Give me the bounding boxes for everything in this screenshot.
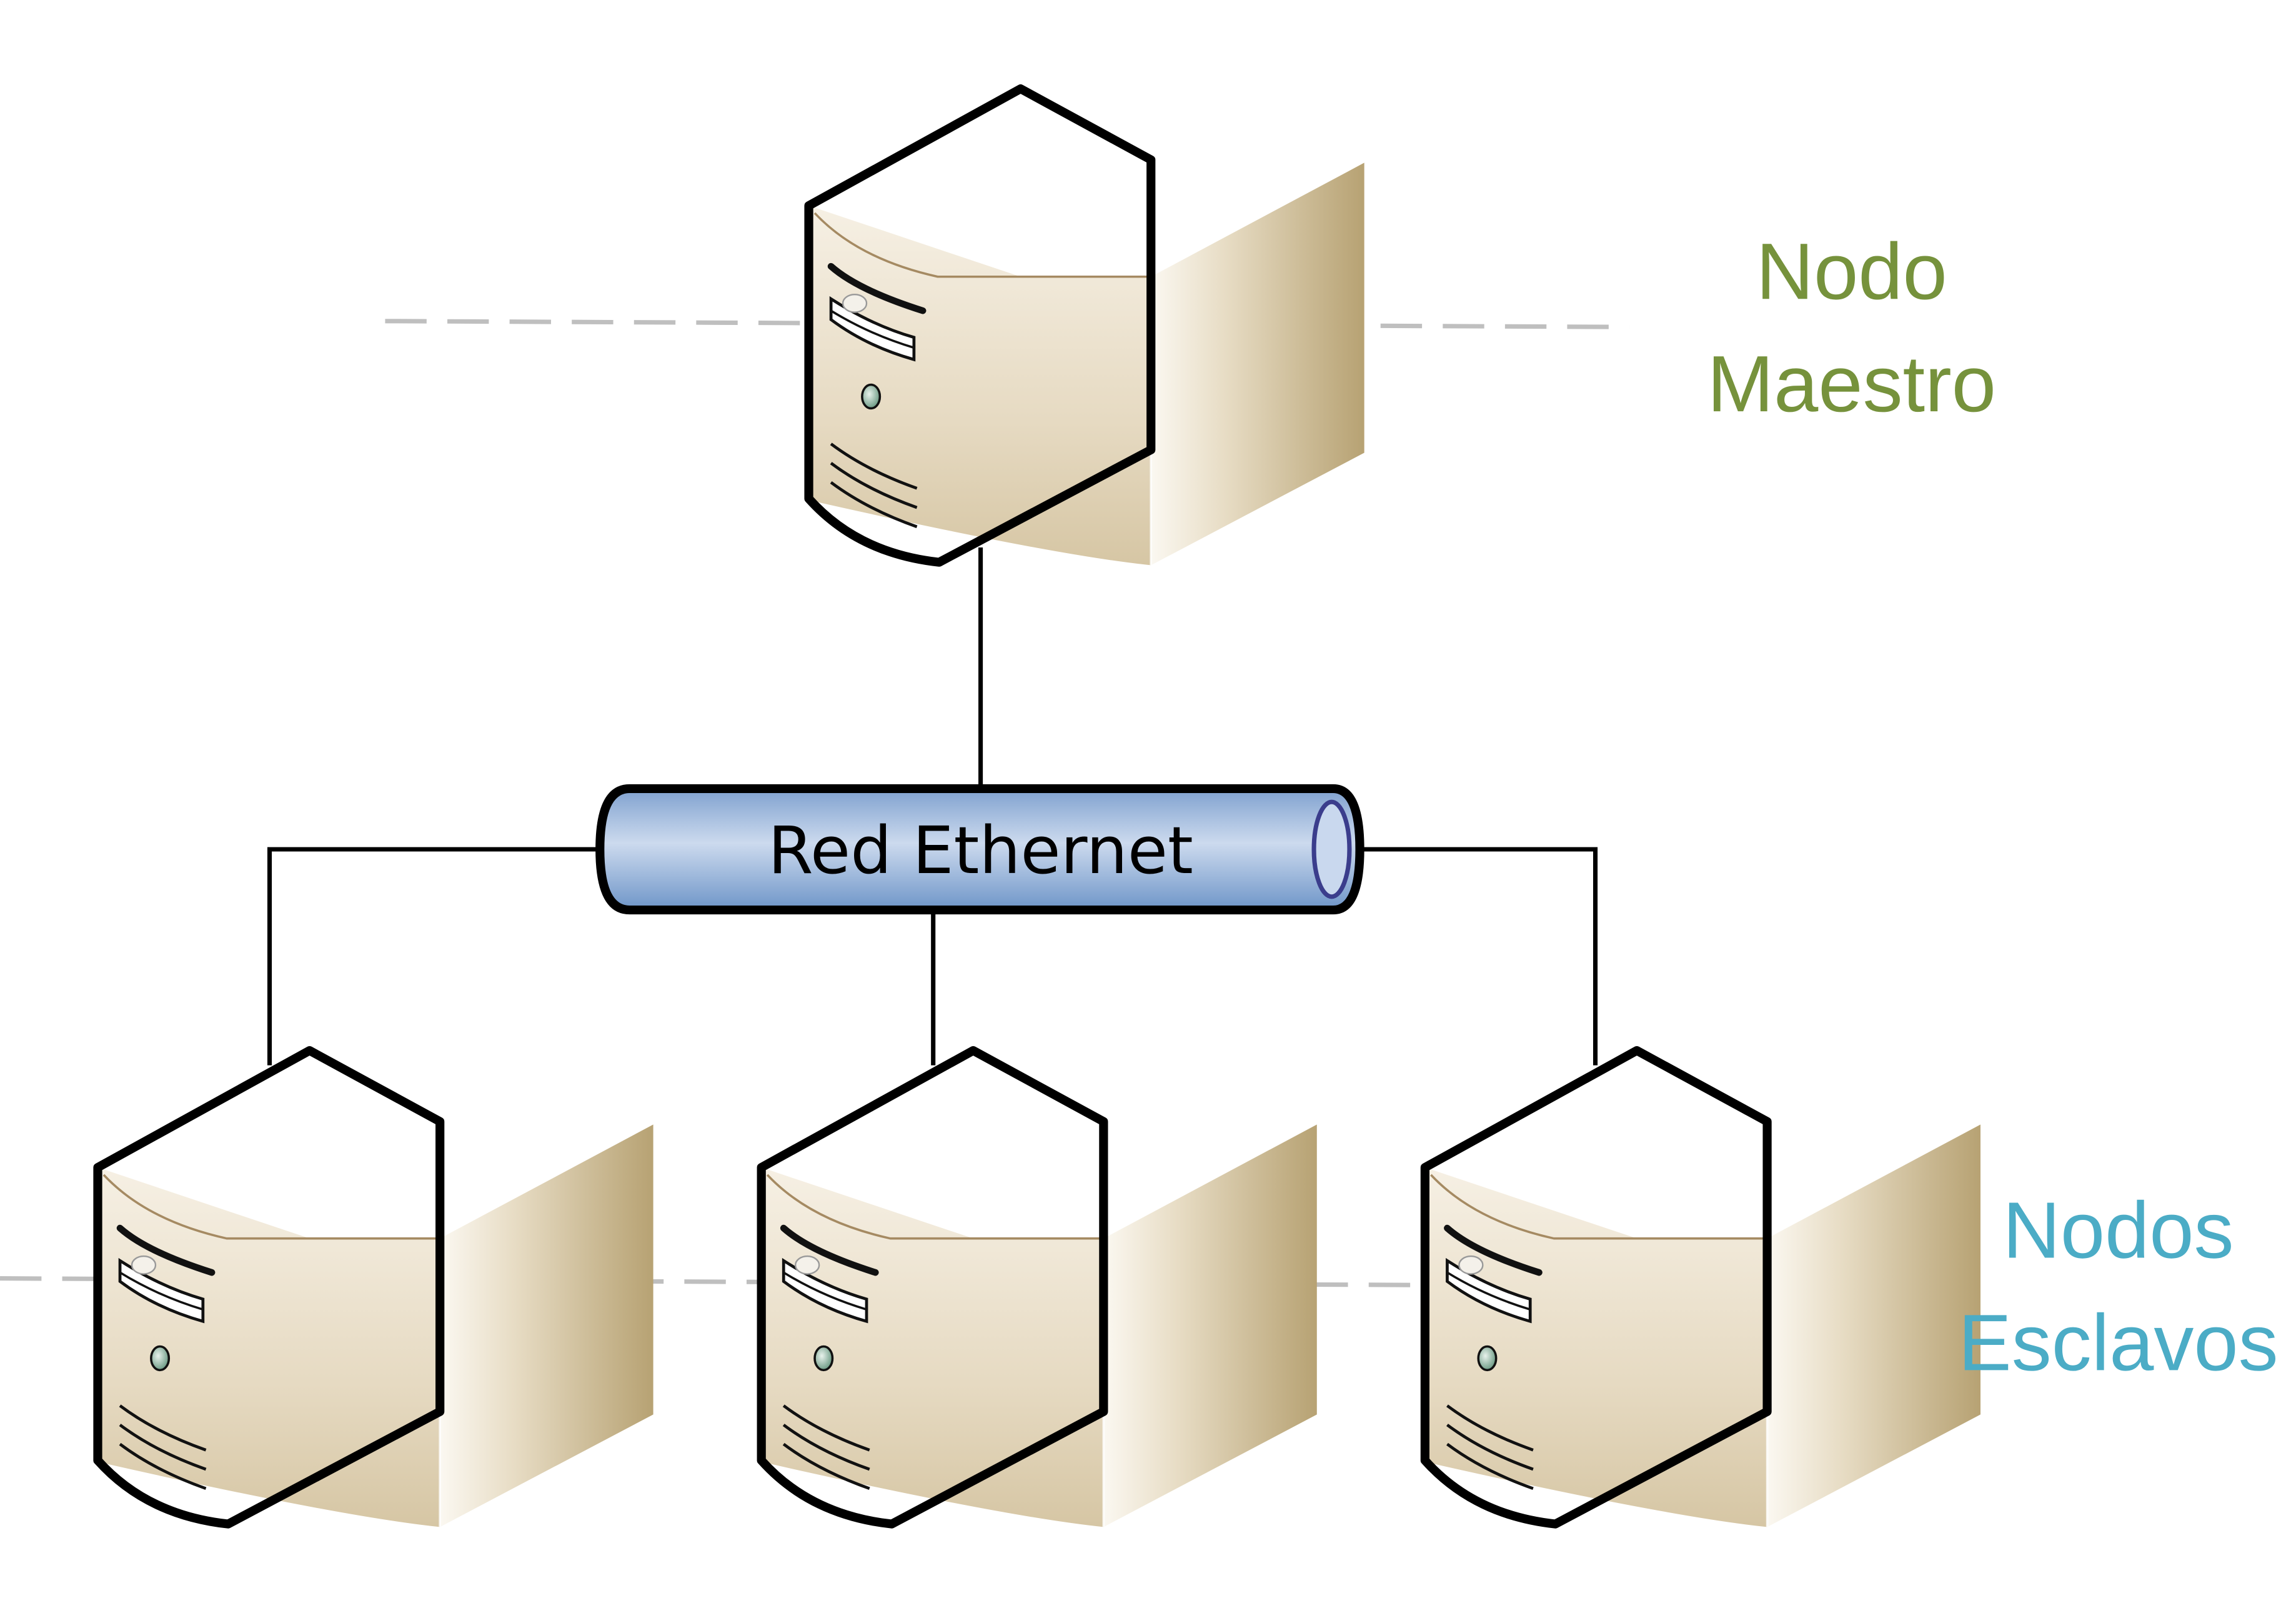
slaves-label-line1: Nodos [2002,1186,2234,1276]
network-label: Red Ethernet [768,812,1193,889]
slave-server-icon [93,1051,653,1527]
ethernet-bus-icon [595,784,1364,915]
master-label: Nodo Maestro [1707,227,1995,429]
connection-lines [267,547,1598,1066]
slave-server-icon [762,1051,1317,1527]
left-slave-link [267,847,633,1066]
right-slave-link [1359,847,1598,1066]
slaves-label: Nodos Esclavos [1958,1186,2278,1388]
master-server-icon [809,89,1364,565]
slaves-label-line2: Esclavos [1958,1298,2278,1387]
slave-server-icon [1425,1051,1980,1527]
master-label-line2: Maestro [1707,339,1995,429]
master-label-line1: Nodo [1756,227,1947,316]
